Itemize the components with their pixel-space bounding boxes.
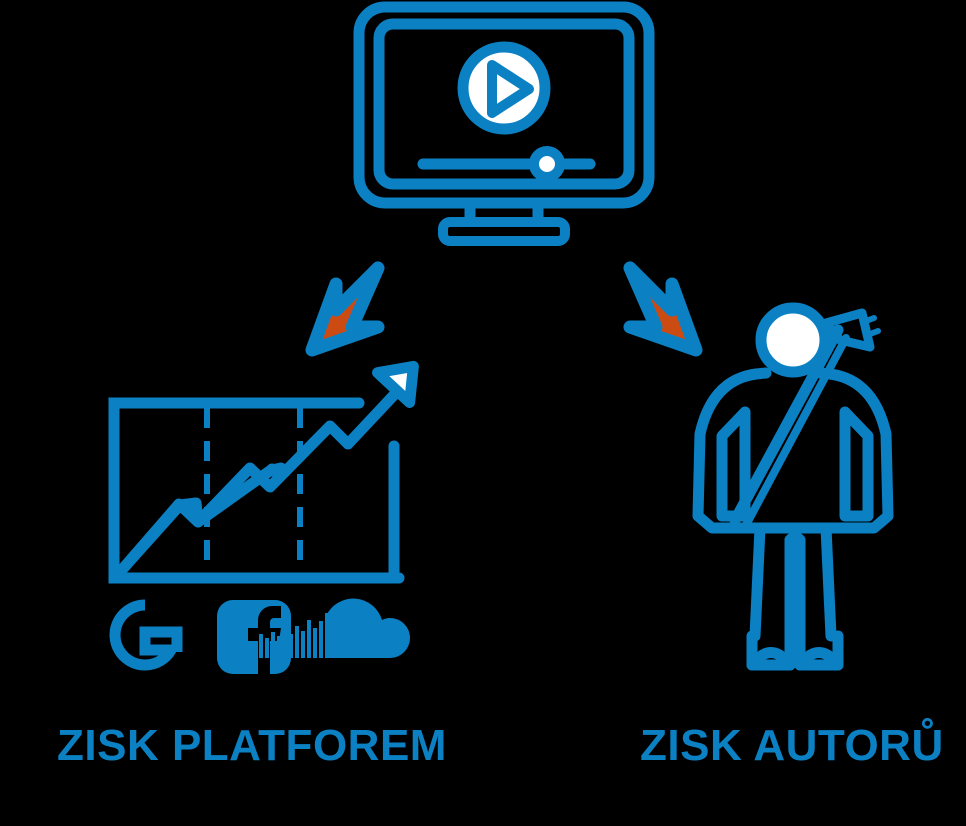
chart-trend-line: [114, 462, 287, 578]
musician-crotch: [784, 531, 806, 546]
musician-head: [755, 302, 831, 378]
arrow-to-authors: [623, 261, 703, 357]
musician-leg-right: [820, 522, 837, 642]
monitor-outer-frame: [353, 1, 655, 209]
play-triangle: [487, 60, 534, 118]
musician-shoe-right: [794, 630, 844, 671]
label-zisk-platforem: ZISK PLATFOREM: [57, 721, 447, 770]
soundcloud-waveform: [259, 610, 347, 658]
guitar-headstock: [821, 308, 875, 352]
arrow-to-platforms: [305, 261, 385, 357]
musician-shoe-right-sole: [794, 647, 844, 671]
chart-trend-line-main: [114, 374, 414, 578]
soundcloud-logo: [259, 598, 410, 658]
musician-arm-left: [716, 406, 751, 522]
musician-torso-right: [814, 367, 894, 534]
growth-chart-icon: [108, 360, 419, 584]
arrow-left-shape: [305, 261, 385, 357]
musician-with-guitar-icon: [692, 302, 894, 671]
video-monitor-icon: [353, 1, 655, 246]
monitor-inner-frame: [373, 18, 635, 190]
chart-trend-arrowhead: [372, 360, 419, 409]
musician-shoe-left-sole: [746, 647, 796, 671]
play-button-circle: [457, 41, 551, 135]
branch-labels: ZISK PLATFOREM ZISK AUTORŮ: [0, 724, 966, 796]
monitor-stand-base: [438, 217, 570, 246]
google-logo: [109, 599, 183, 671]
label-zisk-autoru: ZISK AUTORŮ: [640, 721, 944, 770]
musician-leg-left: [749, 522, 766, 642]
musician-torso: [692, 367, 772, 534]
musician-shoe-left: [746, 630, 796, 671]
musician-arm-right: [839, 406, 874, 522]
chart-frame-top-left-bottom: [108, 397, 405, 584]
progress-bar-knob: [529, 146, 565, 182]
arrow-right-shape: [623, 261, 703, 357]
